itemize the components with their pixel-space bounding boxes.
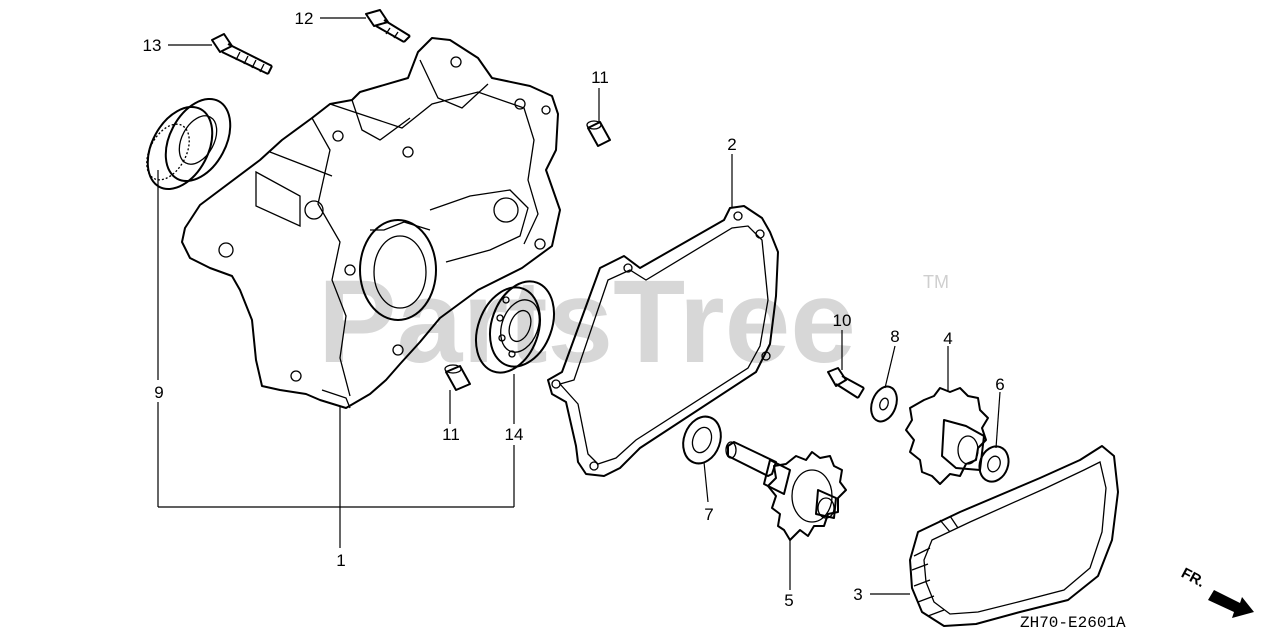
callout-8: 8 <box>890 327 899 346</box>
direction-label: FR. <box>1178 565 1207 591</box>
bolt-12-part <box>365 9 411 43</box>
drive-shaft-part <box>725 441 847 541</box>
chain-part <box>909 445 1119 627</box>
bolt-10-part <box>827 367 865 399</box>
callout-11-upper: 11 <box>591 68 609 87</box>
callout-5: 5 <box>784 591 793 610</box>
callout-13: 13 <box>143 36 162 55</box>
dowel-pin-upper-part <box>586 120 611 147</box>
bolt-13-part <box>211 33 273 75</box>
callout-1: 1 <box>336 551 345 570</box>
callout-10: 10 <box>833 311 852 330</box>
watermark-trademark: TM <box>923 272 949 292</box>
callout-3: 3 <box>853 585 862 604</box>
watermark: PartsTree <box>318 256 856 388</box>
washer-8-part <box>870 385 898 423</box>
callout-7: 7 <box>704 505 713 524</box>
callout-labels: 1 2 3 4 5 6 7 8 9 10 11 11 12 13 14 <box>143 9 1005 610</box>
callout-6: 6 <box>995 375 1004 394</box>
forward-arrow-icon <box>1208 590 1254 618</box>
forward-direction-indicator: FR. <box>1178 565 1254 618</box>
drawing-code: ZH70-E2601A <box>1020 614 1126 632</box>
dowel-pin-lower-part <box>444 364 471 391</box>
gasket-part <box>547 205 779 477</box>
callout-2: 2 <box>727 135 736 154</box>
thrust-washer-part <box>682 415 722 465</box>
callout-4: 4 <box>943 329 952 348</box>
oil-seal-part <box>146 97 232 191</box>
sprocket-part <box>905 387 989 485</box>
bearing-part <box>475 280 555 374</box>
case-cover-part <box>181 37 561 409</box>
washer-6-part <box>978 445 1010 483</box>
callout-11-lower: 11 <box>442 425 460 444</box>
callout-12: 12 <box>295 9 314 28</box>
callout-9: 9 <box>154 383 163 402</box>
callout-14: 14 <box>505 425 524 444</box>
leader-lines <box>157 17 1001 595</box>
